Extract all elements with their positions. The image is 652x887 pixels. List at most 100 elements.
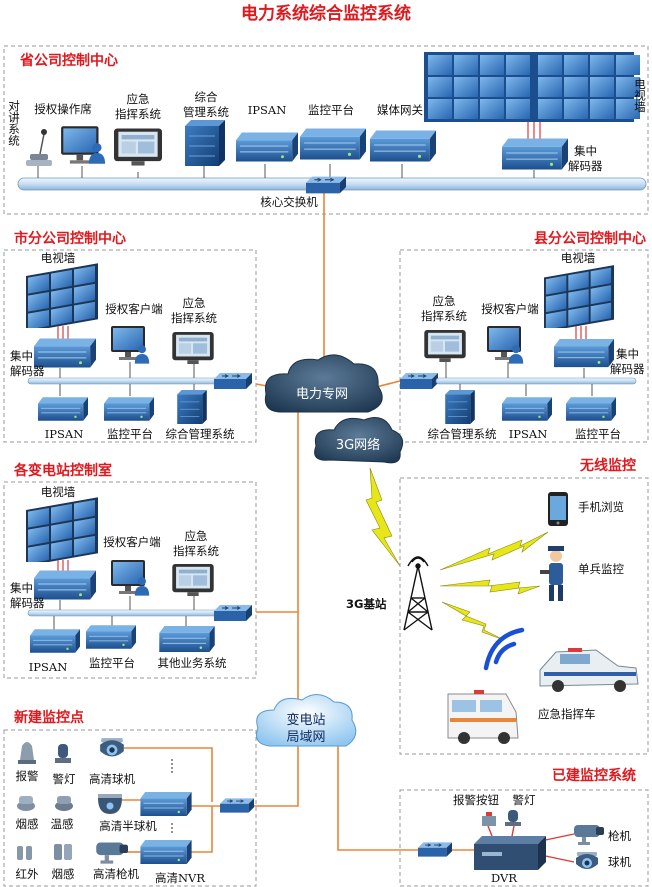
substation-frame: [3, 481, 257, 679]
newpoint-switch-icon: [220, 798, 254, 813]
mgmt-server-icon: [184, 120, 226, 166]
existing-dome-icon: [576, 852, 598, 869]
hd-dome-label: 高清球机: [89, 772, 135, 786]
nvr-1-icon: [140, 792, 192, 816]
substation-tv-wall: [26, 497, 98, 562]
existing-light-label: 警灯: [513, 793, 536, 807]
substation-ipsan-label: IPSAN: [29, 660, 68, 674]
city-decoder-label-1: 集中: [10, 349, 33, 363]
link-substation-to-powernet: [256, 412, 299, 613]
city-mgmt-label: 综合管理系统: [166, 427, 235, 441]
province-tv-wall-cells: [428, 55, 640, 119]
tv-wall-screen: [564, 55, 588, 75]
hd-bullet-icon: [96, 842, 128, 864]
county-switch-icon: [400, 373, 438, 389]
vehicle-label: 应急指挥车: [538, 707, 596, 721]
county-emergency-label-1: 应急: [433, 294, 456, 308]
tv-wall-screen: [428, 99, 452, 119]
substation-platform-icon: [86, 624, 136, 650]
warning-light-icon: [55, 744, 71, 763]
alarm-icon: [18, 742, 36, 764]
existing-light-icon: [505, 810, 521, 826]
tv-wall-screen: [480, 55, 504, 75]
province-mgmt-label-1: 综合: [195, 90, 218, 104]
tv-wall-screen: [564, 99, 588, 119]
province-ipsan-label: IPSAN: [248, 103, 287, 117]
net3g-label: 3G网络: [336, 437, 380, 453]
hd-nvr-label: 高清NVR: [155, 871, 205, 885]
substation-bus: [27, 609, 219, 617]
alarm-button-label: 报警按钮: [453, 793, 499, 807]
substation-tvwall-label: 电视墙: [41, 485, 76, 499]
city-switch-icon: [214, 373, 252, 389]
city-title: 市分公司控制中心: [14, 230, 126, 247]
tv-wall-screen: [428, 55, 452, 75]
tv-wall-screen: [480, 77, 504, 97]
city-ipsan-label: IPSAN: [45, 427, 84, 441]
city-platform-icon: [104, 396, 154, 422]
existing-gun-icon: [574, 825, 604, 845]
county-platform-icon: [566, 396, 616, 422]
county-mgmt-icon: [444, 390, 476, 424]
province-decoder-label-2: 解码器: [568, 159, 603, 173]
county-decoder-label-1: 集中: [616, 347, 639, 361]
province-emergency-label-2: 指挥系统: [115, 107, 161, 121]
province-tvwall-label: 电视墙: [633, 78, 647, 113]
hd-bullet-label: 高清枪机: [93, 867, 139, 881]
tv-wall-screen: [590, 55, 614, 75]
city-mgmt-icon: [176, 390, 208, 424]
smoke2-label: 烟感: [52, 867, 75, 881]
city-tvwall-label: 电视墙: [41, 251, 76, 265]
substation-switch-icon: [214, 605, 252, 621]
county-tvwall-label: 电视墙: [561, 251, 596, 265]
substation-emergency-label-2: 指挥系统: [173, 544, 219, 558]
county-decoder-label-2: 解码器: [610, 362, 645, 376]
link-lan-to-existing: [337, 730, 418, 851]
nvr-2-icon: [140, 840, 192, 864]
newpoint-title: 新建监控点: [14, 709, 84, 726]
link-light: [511, 825, 515, 837]
phone-label: 手机浏览: [578, 500, 624, 514]
tv-wall-screen: [564, 77, 588, 97]
dvr-icon: [474, 836, 546, 870]
province-frame: [3, 45, 649, 215]
intercom-device: [26, 129, 52, 166]
substation-emergency-tablet: [172, 564, 214, 596]
dvr-label: DVR: [491, 871, 517, 885]
city-emergency-label-2: 指挥系统: [171, 311, 217, 325]
temp-sensor-icon: [55, 796, 73, 811]
county-decoder-icon: [554, 338, 614, 368]
soldier-label: 单兵监控: [578, 562, 624, 576]
link-dome: [124, 747, 213, 802]
page-title: 电力系统综合监控系统: [241, 3, 411, 24]
substation-ipsan-icon: [30, 628, 80, 654]
infrared-label: 红外: [16, 867, 39, 881]
province-decoder-icon: [502, 138, 568, 170]
county-ipsan-icon: [502, 396, 552, 422]
ipsan-storage-icon: [236, 131, 298, 163]
core-switch-icon: [306, 176, 346, 194]
county-ipsan-label: IPSAN: [509, 427, 548, 441]
temp-label: 温感: [51, 817, 74, 831]
infrared-icon: [17, 846, 32, 860]
province-auth-label: 授权操作席: [34, 102, 92, 116]
province-title: 省公司控制中心: [19, 52, 118, 69]
county-emergency-label-2: 指挥系统: [421, 309, 467, 323]
3g-base-station-label: 3G基站: [346, 597, 387, 611]
tv-wall-screen: [454, 99, 478, 119]
tv-wall-screen: [616, 77, 640, 97]
tv-wall-screen: [590, 99, 614, 119]
tv-wall-screen: [616, 55, 640, 75]
dots-1: [171, 759, 173, 773]
bolt-3g-to-tower: [365, 467, 401, 567]
county-title: 县分公司控制中心: [534, 230, 646, 247]
alarm-button-icon: [482, 812, 496, 826]
tv-wall-screen: [506, 99, 530, 119]
smoke-sensor-icon: [17, 796, 35, 811]
wifi-signal-icon: [483, 627, 525, 671]
county-tv-wall: [544, 265, 614, 328]
county-auth-label: 授权客户端: [481, 302, 539, 316]
3g-tower-icon: [403, 556, 433, 631]
substation-platform-label: 监控平台: [89, 656, 135, 670]
light-label: 警灯: [53, 772, 76, 786]
